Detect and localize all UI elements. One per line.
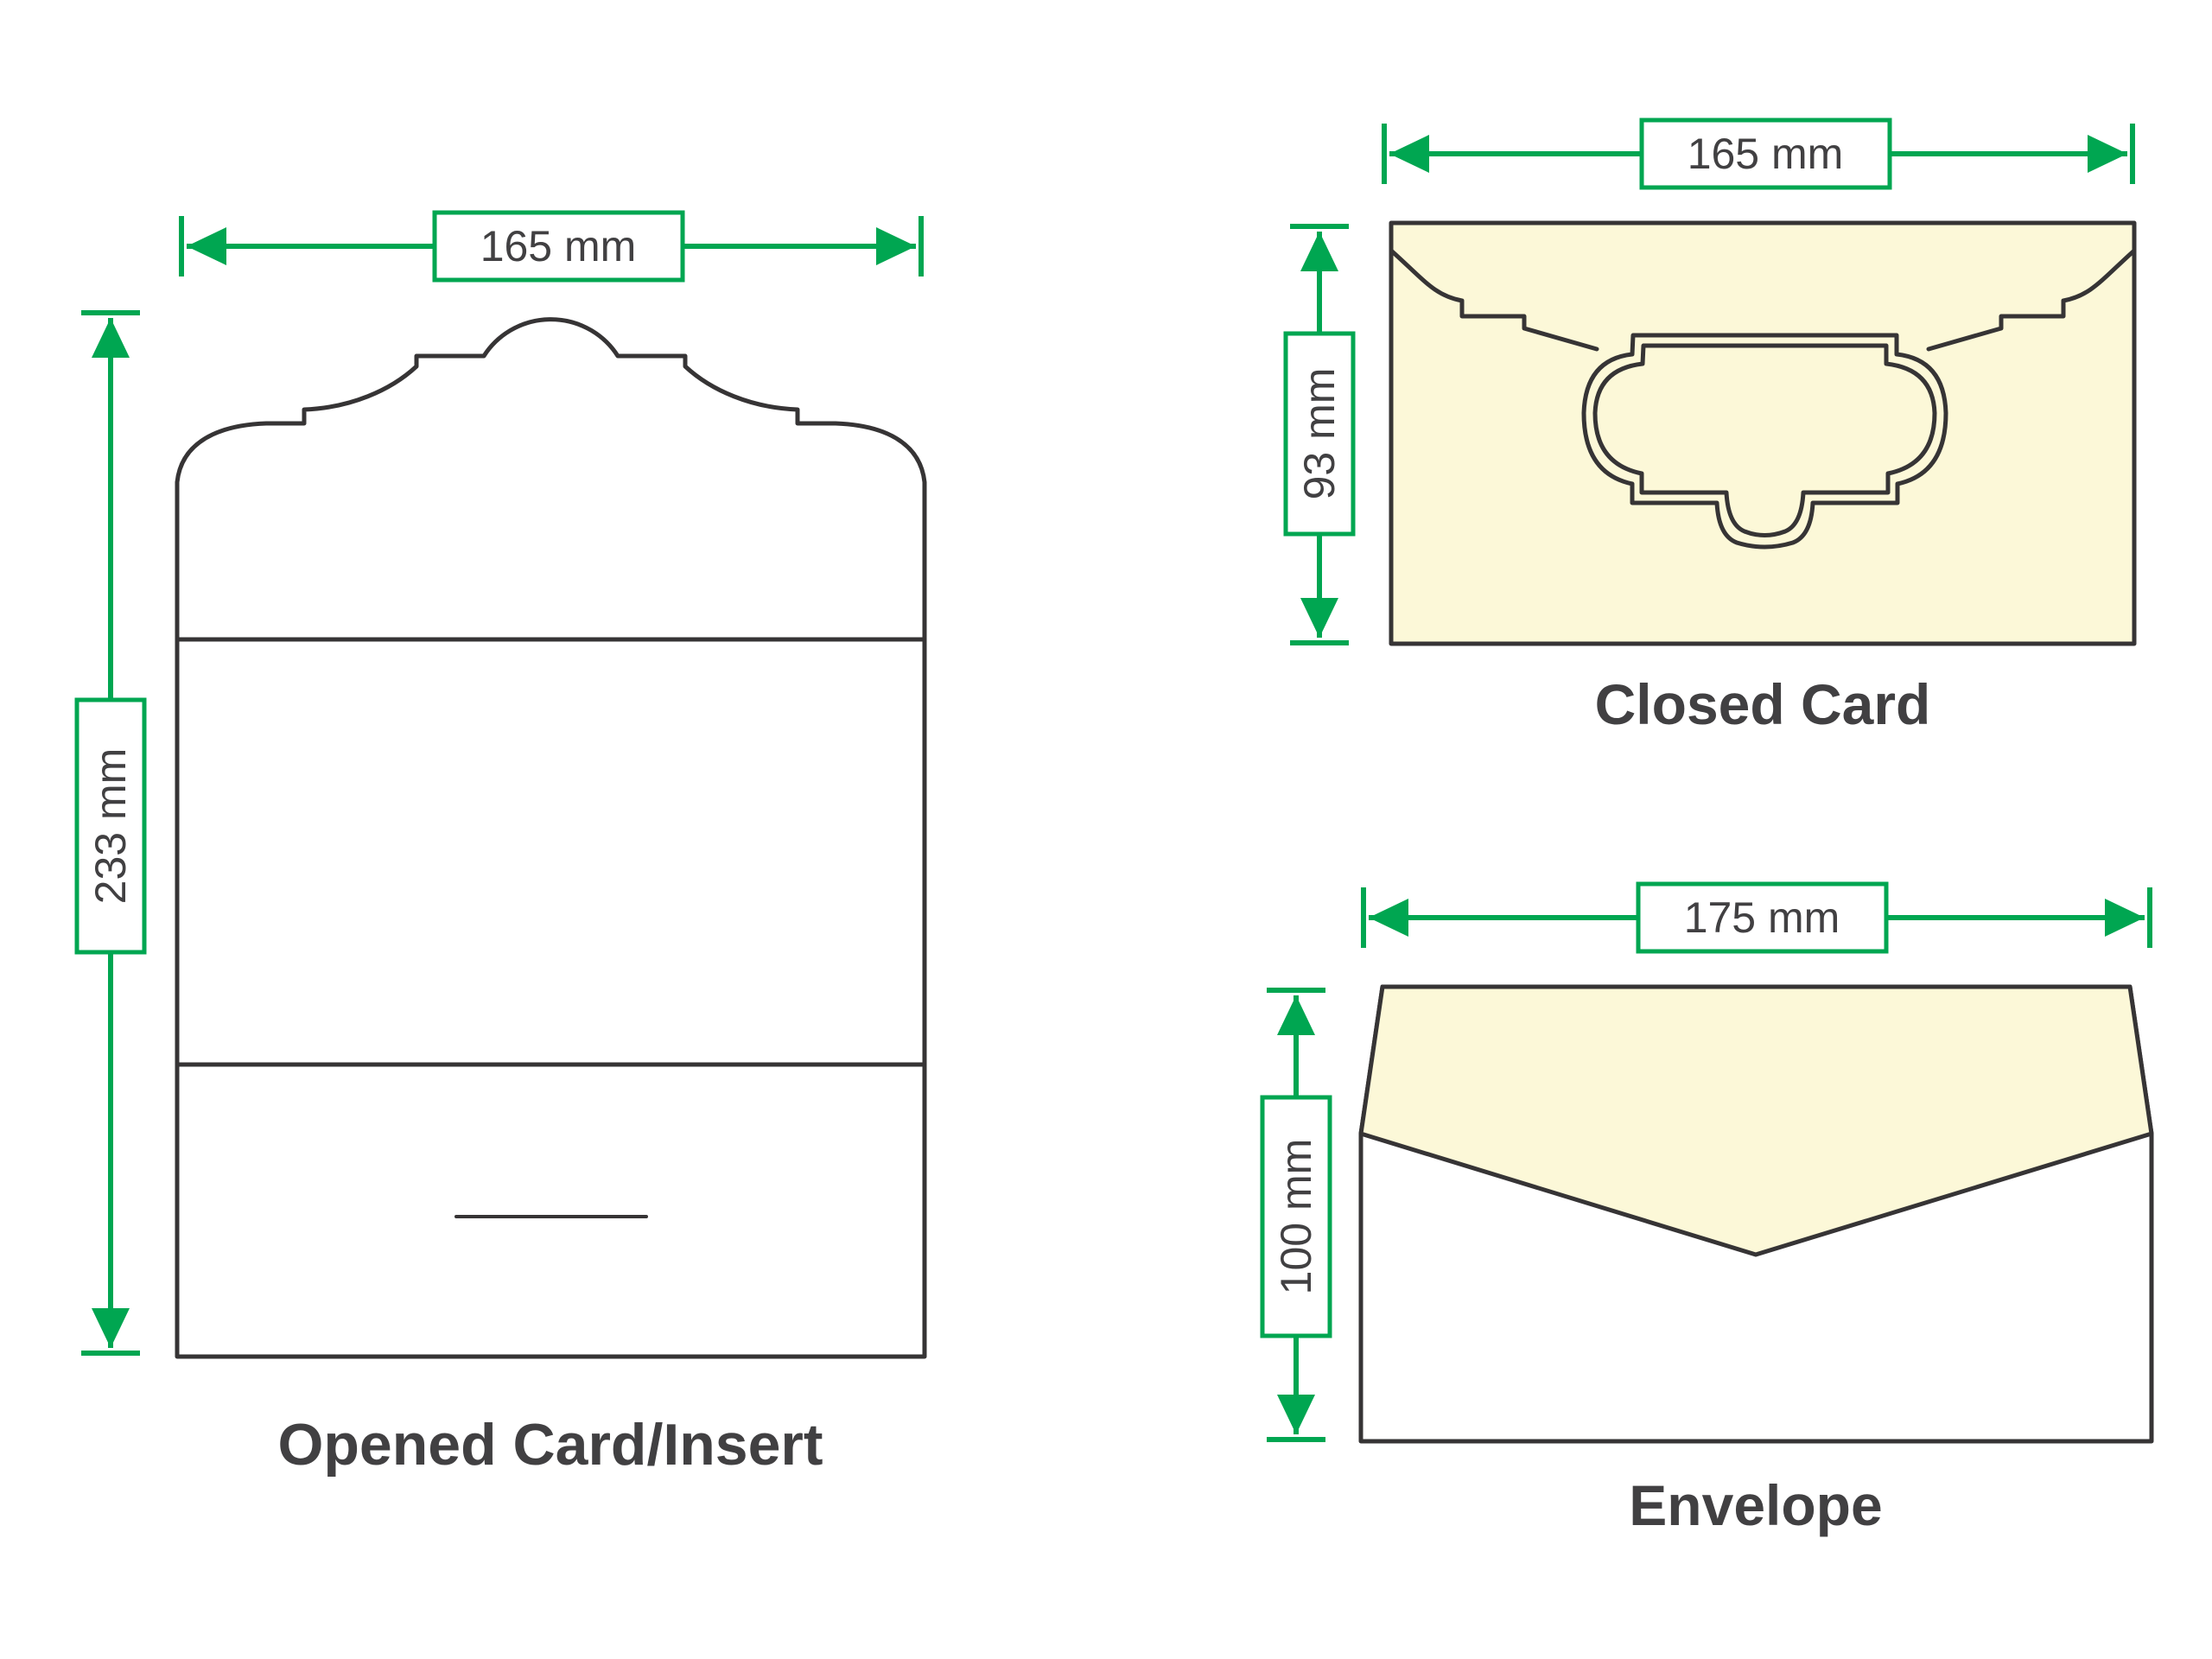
arrowhead-left-icon: [1369, 899, 1408, 937]
dimension-label-box: [1636, 881, 1889, 954]
arrowhead-up-icon: [1300, 232, 1338, 271]
envelope-flap: [1358, 984, 2154, 1257]
closed-card-width-label: 165 mm: [1688, 130, 1844, 178]
arrowhead-left-icon: [1389, 135, 1429, 173]
closed-card-flap-edge-left: [1389, 248, 1599, 352]
opened-card-width-dimension: 165 mm: [179, 210, 924, 283]
envelope-diagram: 175 mm 100 mm Envelope: [1260, 881, 2154, 1537]
arrowhead-up-icon: [1277, 995, 1315, 1035]
closed-card-width-dimension: 165 mm: [1382, 118, 2135, 190]
opened-card-width-label: 165 mm: [480, 222, 637, 270]
closed-card-title: Closed Card: [1595, 672, 1931, 736]
dimension-label-box: [1283, 331, 1356, 537]
arrowhead-right-icon: [876, 227, 916, 265]
closed-card-flap-edge-right: [1926, 248, 2137, 352]
dimension-label-box: [432, 210, 685, 283]
closed-card-height-dimension: 93 mm: [1283, 224, 1356, 645]
arrowhead-down-icon: [1300, 598, 1338, 638]
closed-card-plaque-inner: [1592, 343, 1937, 537]
opened-card-height-label: 233 mm: [86, 748, 135, 905]
closed-card-height-label: 93 mm: [1295, 368, 1344, 500]
arrowhead-down-icon: [92, 1308, 130, 1348]
envelope-width-dimension: 175 mm: [1361, 881, 2152, 954]
dimension-label-box: [74, 697, 147, 955]
arrowhead-up-icon: [92, 318, 130, 358]
envelope-width-label: 175 mm: [1684, 893, 1840, 942]
arrowhead-right-icon: [2105, 899, 2145, 937]
opened-card-outline: [175, 317, 927, 1359]
dimension-label-box: [1260, 1095, 1332, 1338]
opened-card-height-dimension: 233 mm: [74, 310, 147, 1356]
envelope-height-dimension: 100 mm: [1260, 988, 1332, 1442]
envelope-title: Envelope: [1629, 1473, 1882, 1537]
envelope-height-label: 100 mm: [1272, 1139, 1320, 1295]
opened-card-title: Opened Card/Insert: [277, 1412, 823, 1478]
dimension-label-box: [1639, 118, 1892, 190]
arrowhead-down-icon: [1277, 1395, 1315, 1434]
arrowhead-right-icon: [2088, 135, 2127, 173]
arrowhead-left-icon: [187, 227, 226, 265]
closed-card-diagram: 165 mm 93 mm Closed Card: [1283, 118, 2137, 736]
opened-card-diagram: 165 mm 233 mm Opened Card/Insert: [74, 210, 927, 1478]
